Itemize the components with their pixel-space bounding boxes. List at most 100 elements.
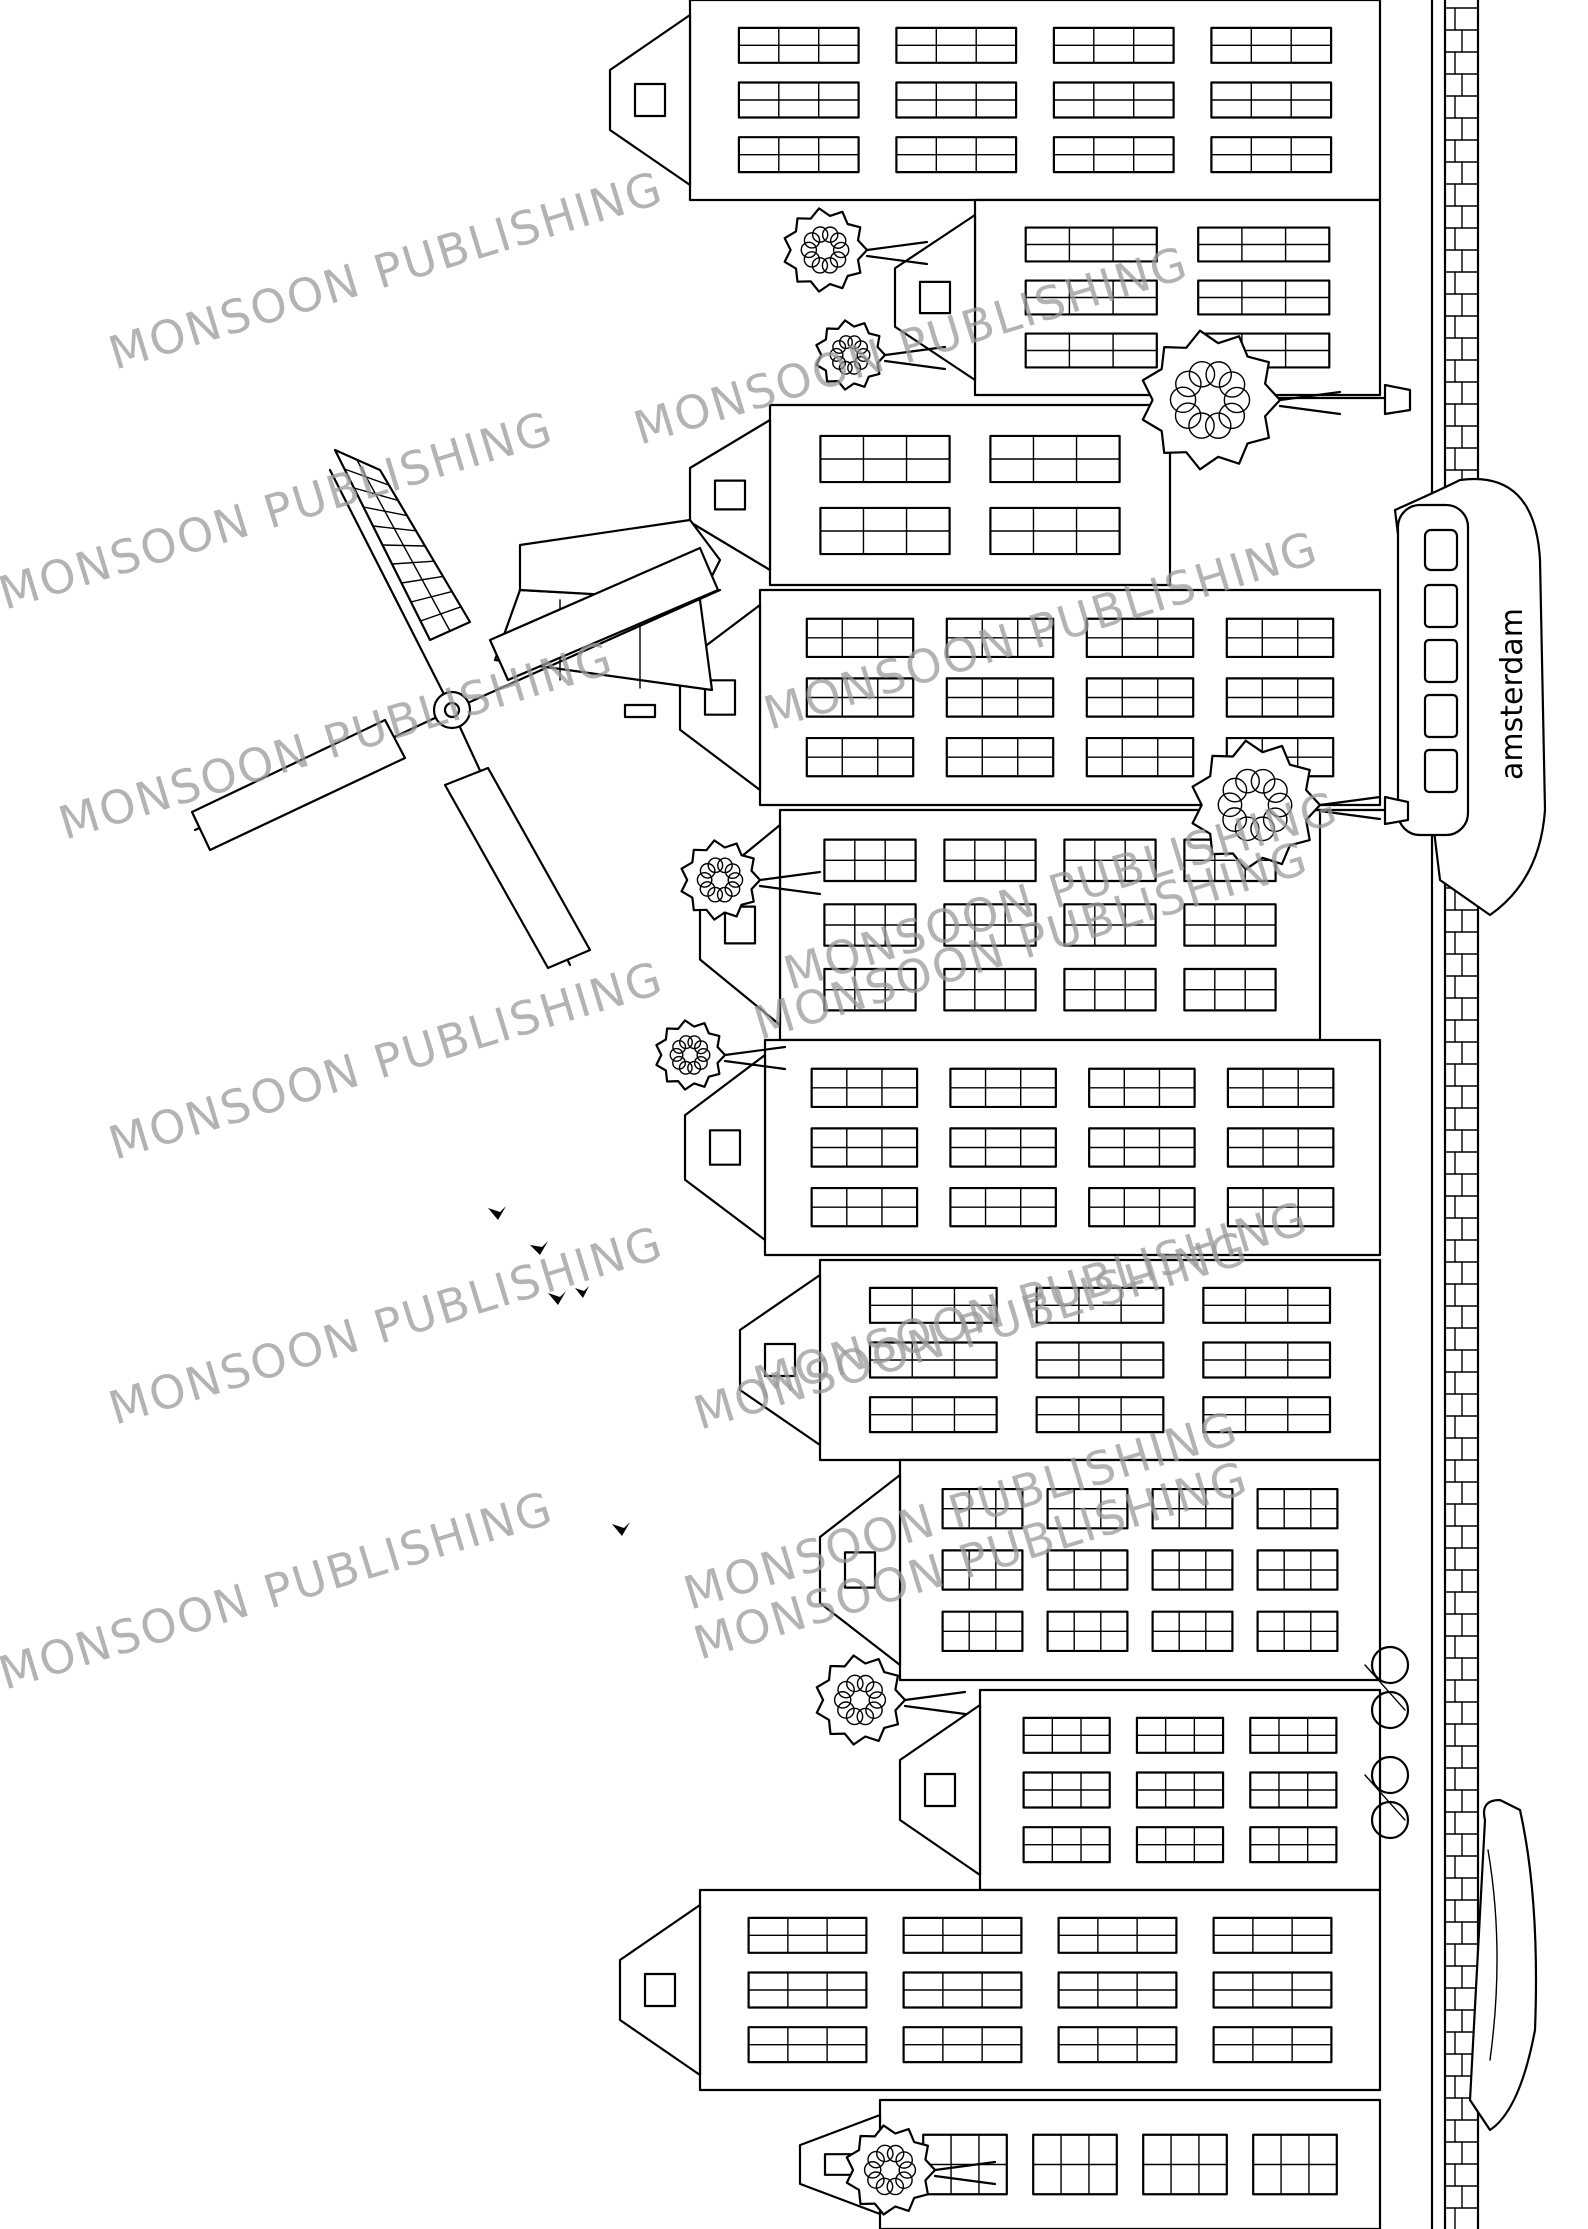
windmill [190, 448, 722, 970]
windmill-sail-bottom-right [443, 708, 592, 970]
tree [783, 207, 929, 293]
canal-house [683, 1038, 1382, 1257]
window [868, 1286, 998, 1324]
window [823, 967, 917, 1012]
window [747, 2026, 868, 2064]
windmill-sail-top-right [450, 546, 722, 712]
window [1225, 617, 1335, 659]
window [1226, 1186, 1335, 1228]
window [1022, 1716, 1111, 1754]
window [1063, 838, 1157, 883]
window [949, 1127, 1057, 1168]
window [810, 1067, 919, 1109]
window [1046, 1487, 1129, 1530]
canal-house [818, 1458, 1382, 1682]
window [805, 736, 915, 778]
window [989, 434, 1121, 484]
window [1046, 1610, 1129, 1653]
window [1088, 1127, 1196, 1168]
windmill-sail-top-left [328, 448, 472, 712]
window [1210, 136, 1333, 174]
window [1256, 1487, 1339, 1530]
window [1212, 2026, 1333, 2064]
window [1183, 967, 1277, 1012]
window [895, 81, 1018, 119]
tour-boat: amsterdam [1393, 477, 1547, 917]
windmill-sail-bottom-left [190, 708, 454, 852]
window [895, 26, 1018, 64]
window [1249, 1771, 1338, 1809]
window [1057, 1971, 1178, 2009]
tree [655, 1019, 787, 1091]
window [945, 677, 1055, 718]
canal-house [608, 0, 1382, 202]
window [819, 506, 951, 556]
window [737, 136, 860, 174]
window [1252, 2133, 1338, 2196]
window [902, 2026, 1023, 2064]
window [819, 434, 951, 484]
window [1210, 81, 1333, 119]
window [823, 903, 917, 947]
window [943, 967, 1037, 1012]
window [941, 1487, 1024, 1530]
window [868, 1396, 998, 1434]
window [1024, 226, 1158, 263]
canal-house [898, 1688, 1382, 1892]
window [1085, 617, 1195, 659]
window [1032, 2133, 1118, 2196]
window [1135, 1716, 1225, 1754]
window [945, 617, 1055, 659]
window [1052, 26, 1175, 64]
tree [1191, 739, 1382, 871]
boat-name-label: amsterdam [1495, 608, 1530, 780]
window [1135, 1771, 1225, 1809]
window [1202, 1286, 1332, 1324]
window [1249, 1716, 1338, 1754]
window [805, 677, 915, 718]
window [823, 838, 917, 883]
window [949, 1067, 1057, 1109]
window [1249, 1826, 1338, 1864]
window [737, 26, 860, 64]
window [1046, 1549, 1129, 1591]
window [1063, 967, 1157, 1012]
window [1063, 903, 1157, 947]
window [1212, 1971, 1333, 2009]
window [1202, 1396, 1332, 1434]
window [902, 1971, 1023, 2009]
window [1088, 1067, 1196, 1109]
window [1197, 226, 1331, 263]
window [810, 1186, 919, 1228]
window [941, 1610, 1024, 1653]
window [1226, 1067, 1335, 1109]
window [868, 1341, 998, 1379]
tree [815, 1654, 967, 1746]
tree [1141, 329, 1342, 471]
canal-quay [1430, 0, 1480, 2229]
window [1210, 26, 1333, 64]
tree [845, 2124, 997, 2216]
window [1024, 279, 1158, 316]
window [989, 506, 1121, 556]
window [1052, 136, 1175, 174]
window [1035, 1286, 1165, 1324]
window [1022, 1771, 1111, 1809]
canal-house [738, 1258, 1382, 1462]
window [1052, 81, 1175, 119]
window [1197, 279, 1331, 316]
window [1183, 903, 1277, 947]
window [922, 2133, 1008, 2196]
small-boat [1468, 1798, 1538, 2132]
window [1035, 1341, 1165, 1379]
window [1151, 1549, 1234, 1591]
window [1202, 1341, 1332, 1379]
canal-house [618, 1888, 1382, 2092]
window [1256, 1610, 1339, 1653]
window [1135, 1826, 1225, 1864]
window [1151, 1487, 1234, 1530]
window [1256, 1549, 1339, 1591]
bicycles [1364, 1645, 1410, 1840]
window [1226, 1127, 1335, 1168]
